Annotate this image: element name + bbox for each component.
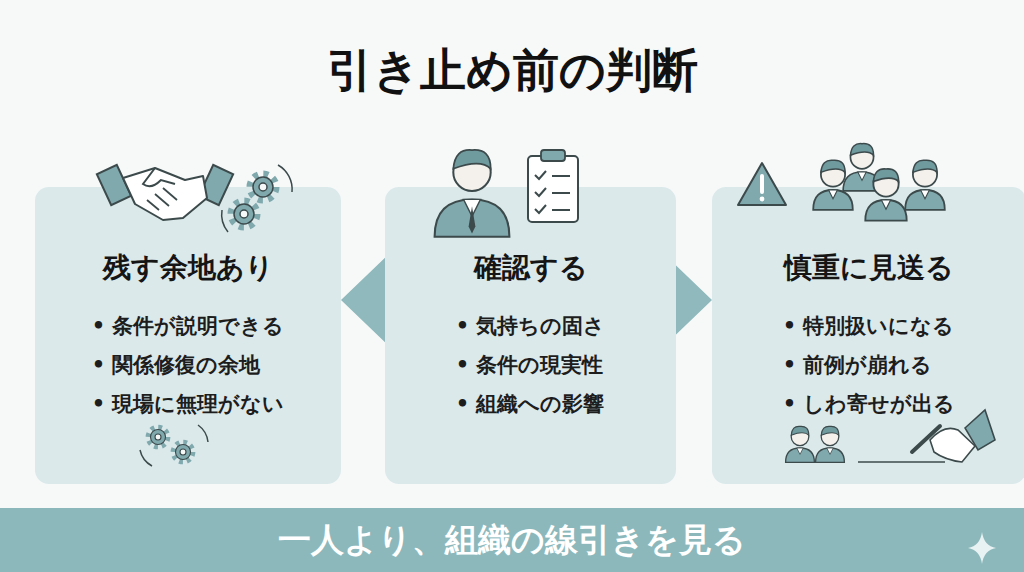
decision-box: 残す余地あり • 条件が説明できる• 関係修復の余地• 現場に無理がない xyxy=(35,187,341,484)
people-small-icon xyxy=(786,426,845,462)
signing-hand-icon xyxy=(858,410,995,462)
gear-icon xyxy=(231,201,257,227)
bullet-item: • 関係修復の余地 xyxy=(92,346,261,385)
takeaway-band: 一人より、組織の線引きを見る xyxy=(0,508,1024,572)
bullet-item: • 条件の現実性 xyxy=(456,346,604,385)
handshake-icon xyxy=(97,165,233,220)
box-heading: 残す余地あり xyxy=(35,249,341,287)
bullet-item: • 特別扱いになる xyxy=(783,307,955,346)
bullet-item: • 気持ちの固さ xyxy=(456,307,606,346)
rotation-arrow xyxy=(198,425,208,442)
warning-icon xyxy=(738,163,786,205)
diagram-title: 引き止め前の判断 xyxy=(0,40,1024,102)
clipboard-icon xyxy=(528,150,578,222)
rotation-arrow xyxy=(140,450,152,466)
bullet-item: • しわ寄せが出る xyxy=(783,385,956,424)
decision-box: 確認する • 気持ちの固さ• 条件の現実性• 組織への影響 xyxy=(385,187,676,484)
band-text: 一人より、組織の線引きを見る xyxy=(278,518,746,563)
bullet-item: • 現場に無理がない xyxy=(92,385,285,424)
bullet-item: • 条件が説明できる xyxy=(92,307,285,346)
block-arrow xyxy=(341,252,391,348)
bullet-item: • 組織への影響 xyxy=(456,385,605,424)
box-heading: 慎重に見送る xyxy=(712,249,1024,287)
gear-icon xyxy=(250,174,276,200)
rotation-arrow xyxy=(278,165,292,192)
gear-icon xyxy=(173,442,193,462)
box-heading: 確認する xyxy=(385,249,676,287)
bullet-item: • 前例が崩れる xyxy=(783,346,933,385)
decision-box: 慎重に見送る • 特別扱いになる• 前例が崩れる• しわ寄せが出る xyxy=(712,187,1024,484)
gear-icon xyxy=(148,427,168,447)
rotation-arrow xyxy=(222,210,228,232)
person-icon xyxy=(435,150,510,237)
sparkle-decoration xyxy=(968,532,996,564)
people-group-icon xyxy=(813,144,945,221)
